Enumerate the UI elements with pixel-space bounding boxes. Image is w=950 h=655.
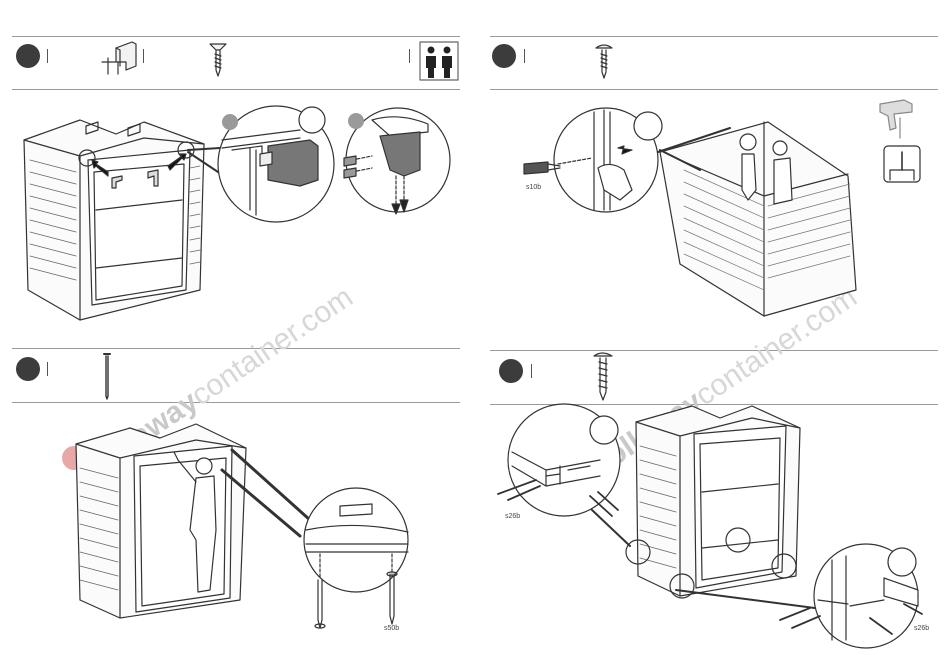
step-3-detail — [304, 488, 408, 628]
drill-icon — [880, 100, 920, 182]
step-2-shed — [658, 122, 856, 316]
step-1-shed — [24, 120, 204, 320]
bracket-icon — [102, 42, 136, 74]
step-1-detail-b — [344, 108, 450, 214]
step-4-shed — [592, 406, 830, 610]
step-2-detail — [524, 108, 662, 212]
pan-screw-icon — [596, 45, 612, 78]
flat-screw-icon — [210, 44, 226, 76]
step-4-detail-left — [498, 404, 620, 516]
two-person-icon — [420, 42, 458, 80]
long-nail-icon — [104, 354, 110, 399]
step-3-shed — [76, 424, 310, 618]
wafer-screw-icon — [594, 353, 612, 400]
step-4-detail-right — [780, 544, 922, 648]
step-1-detail-a — [188, 106, 334, 222]
